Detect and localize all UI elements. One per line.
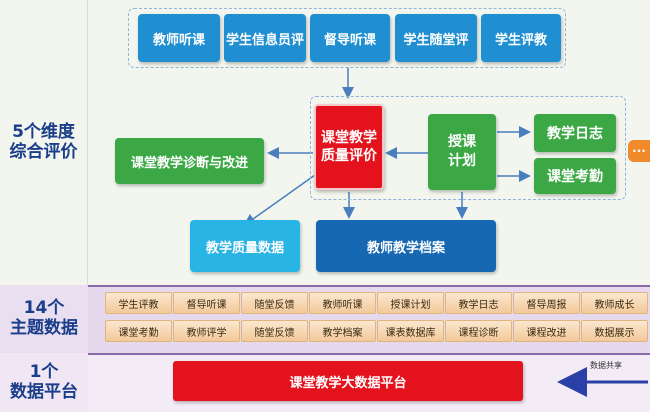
topic-label: 督导周报 <box>526 299 567 311</box>
topics-label-text: 14个 主题数据 <box>10 298 78 338</box>
source-teacher-observation: 教师听课 <box>138 14 220 62</box>
dimensions-row-label: 5个维度 综合评价 <box>0 0 88 285</box>
chat-icon[interactable]: ··· <box>628 140 650 162</box>
source-label: 督导听课 <box>323 32 376 48</box>
quality-eval-label: 课堂教学 质量评价 <box>321 129 377 164</box>
archive-box: 教师教学档案 <box>316 220 496 272</box>
topic-pill: 学生评教 <box>105 292 172 314</box>
platform-row-label: 1个 数据平台 <box>0 353 88 412</box>
platform-label: 课堂教学大数据平台 <box>289 375 407 391</box>
topic-label: 教学档案 <box>322 327 363 339</box>
topic-label: 课程诊断 <box>458 327 499 339</box>
log-label: 教学日志 <box>547 126 603 142</box>
topic-pill: 课程诊断 <box>445 320 512 342</box>
platform-label-text: 1个 数据平台 <box>10 361 78 402</box>
data-platform-bar: 课堂教学大数据平台 <box>173 361 523 401</box>
topic-pill: 随堂反馈 <box>241 320 308 342</box>
topic-pill: 督导周报 <box>513 292 580 314</box>
topic-pill: 数据展示 <box>581 320 648 342</box>
source-label: 学生信息员评 <box>225 32 304 48</box>
topic-label: 数据展示 <box>594 327 635 339</box>
quality-data-label: 教学质量数据 <box>205 240 284 256</box>
source-student-in-class: 学生随堂评 <box>395 14 477 62</box>
topics-row-label: 14个 主题数据 <box>0 285 88 353</box>
diagnosis-box: 课堂教学诊断与改进 <box>115 138 264 184</box>
attendance-box: 课堂考勤 <box>534 158 616 194</box>
topic-label: 课程改进 <box>526 327 567 339</box>
topic-label: 授课计划 <box>390 299 431 311</box>
quality-eval-box: 课堂教学 质量评价 <box>314 104 384 190</box>
topic-pill: 教学档案 <box>309 320 376 342</box>
topic-pill: 督导听课 <box>173 292 240 314</box>
topic-label: 随堂反馈 <box>254 327 295 339</box>
topic-pill: 课堂考勤 <box>105 320 172 342</box>
log-box: 教学日志 <box>534 114 616 152</box>
core-group-outline <box>310 96 626 200</box>
topic-label: 课表数据库 <box>385 327 436 339</box>
topic-label: 随堂反馈 <box>254 299 295 311</box>
attendance-label: 课堂考勤 <box>547 169 603 185</box>
dimensions-label-text: 5个维度 综合评价 <box>9 121 78 162</box>
plan-box: 授课 计划 <box>428 114 496 190</box>
topic-label: 课堂考勤 <box>118 327 159 339</box>
source-student-informant: 学生信息员评 <box>224 14 306 62</box>
topic-pill: 课表数据库 <box>377 320 444 342</box>
sources-group-outline <box>128 8 566 68</box>
topic-label: 教学日志 <box>458 299 499 311</box>
topic-label: 督导听课 <box>186 299 227 311</box>
diagnosis-label: 课堂教学诊断与改进 <box>130 155 248 171</box>
data-share-label: 数据共享 <box>590 361 622 370</box>
arrow-eval-to-quality-data <box>243 174 316 226</box>
topic-pill: 授课计划 <box>377 292 444 314</box>
source-label: 学生随堂评 <box>403 32 469 48</box>
source-student-evaluation: 学生评教 <box>481 14 561 62</box>
topic-pill: 随堂反馈 <box>241 292 308 314</box>
source-supervisor-observation: 督导听课 <box>310 14 390 62</box>
topic-label: 学生评教 <box>118 299 159 311</box>
topic-pill: 教师听课 <box>309 292 376 314</box>
quality-data-box: 教学质量数据 <box>190 220 300 272</box>
plan-label: 授课 计划 <box>448 134 476 169</box>
topic-label: 教师评学 <box>186 327 227 339</box>
topic-pill: 教师评学 <box>173 320 240 342</box>
topic-label: 教师听课 <box>322 299 363 311</box>
topic-pill: 课程改进 <box>513 320 580 342</box>
source-label: 学生评教 <box>494 32 547 48</box>
topic-label: 教师成长 <box>594 299 635 311</box>
archive-label: 教师教学档案 <box>366 240 445 256</box>
topic-pill: 教师成长 <box>581 292 648 314</box>
topic-pill: 教学日志 <box>445 292 512 314</box>
source-label: 教师听课 <box>152 32 205 48</box>
